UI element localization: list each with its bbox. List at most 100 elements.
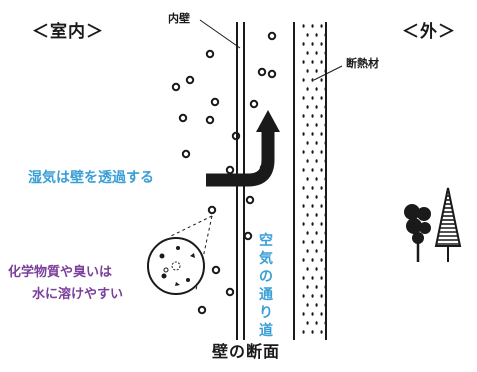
insulation-speck: [306, 249, 309, 253]
insulation-speck: [320, 294, 323, 298]
droplet-icon: [178, 113, 188, 123]
diagram-caption: 壁の断面: [212, 342, 281, 361]
chemicals-label-line2: 水に溶けやすい: [32, 287, 124, 302]
insulation-speck: [324, 231, 327, 235]
insulation-speck: [311, 150, 314, 154]
magnifier-circle-icon: [147, 215, 213, 295]
insulation-speck: [302, 150, 305, 154]
insulation-speck: [315, 231, 318, 235]
insulation-speck: [320, 222, 323, 226]
insulation-speck: [311, 42, 314, 46]
insulation-speck: [306, 267, 309, 271]
inner-wall-label: 内壁: [168, 12, 190, 25]
insulation-speck: [302, 276, 305, 280]
insulation-speck: [324, 123, 327, 127]
insulation-speck: [311, 114, 314, 118]
insulation-speck: [320, 312, 323, 316]
insulation-speck: [315, 267, 318, 271]
insulation-speck: [315, 249, 318, 253]
insulation-speck: [320, 276, 323, 280]
insulation-speck: [324, 33, 327, 37]
insulation-speck: [302, 132, 305, 136]
droplet-icon: [225, 287, 235, 297]
insulation-speck: [302, 312, 305, 316]
insulation-speck: [324, 195, 327, 199]
insulation-speck: [320, 204, 323, 208]
insulation-speck: [315, 321, 318, 325]
insulation-speck: [306, 159, 309, 163]
droplet-icon: [225, 165, 235, 175]
insulation-speck: [324, 213, 327, 217]
insulation-speck: [315, 177, 318, 181]
insulation-speck: [320, 258, 323, 262]
moisture-label: 湿気は壁を透過する: [28, 170, 154, 186]
insulation-speck: [320, 150, 323, 154]
insulation-speck: [315, 123, 318, 127]
insulation-speck: [302, 78, 305, 82]
insulation-speck: [311, 24, 314, 28]
insulation-speck: [315, 159, 318, 163]
insulation-speck: [320, 60, 323, 64]
insulation-speck: [311, 312, 314, 316]
insulation-speck: [302, 222, 305, 226]
droplet-icon: [245, 195, 255, 205]
insulation-speck: [324, 267, 327, 271]
droplet-icon: [205, 115, 215, 125]
insulation-speck: [306, 33, 309, 37]
insulation-speck: [302, 24, 305, 28]
insulation-speck: [324, 69, 327, 73]
insulation-speck: [311, 276, 314, 280]
droplet-icon: [171, 82, 181, 92]
insulation-label: 断熱材: [346, 57, 379, 70]
insulation-speck: [320, 168, 323, 172]
droplet-icon: [267, 31, 277, 41]
insulation-speck: [311, 96, 314, 100]
insulation-speck: [320, 240, 323, 244]
chemicals-label-line1: 化学物質や臭いは: [8, 265, 113, 280]
insulation-speck: [320, 330, 323, 334]
insulation-layer: [293, 22, 327, 340]
insulation-speck: [306, 285, 309, 289]
droplet-icon: [257, 67, 267, 77]
insulation-speck: [306, 195, 309, 199]
insulation-speck: [302, 42, 305, 46]
insulation-speck: [315, 51, 318, 55]
droplet-icon: [231, 131, 241, 141]
droplets: [171, 31, 277, 315]
insulation-speck: [306, 213, 309, 217]
insulation-speck: [306, 69, 309, 73]
insulation-speck: [311, 330, 314, 334]
insulation-speck: [302, 114, 305, 118]
droplet-icon: [197, 305, 207, 315]
indoor-label: ＜室内＞: [32, 22, 104, 42]
insulation-speck: [311, 222, 314, 226]
insulation-speck: [315, 69, 318, 73]
insulation-speck: [324, 303, 327, 307]
insulation-speck: [306, 321, 309, 325]
insulation-speck: [315, 33, 318, 37]
air-passage-label: 空気の通り道: [259, 233, 273, 339]
insulation-speck: [315, 195, 318, 199]
insulation-speck: [320, 132, 323, 136]
insulation-speck: [324, 141, 327, 145]
insulation-speck: [306, 51, 309, 55]
insulation-speck: [302, 240, 305, 244]
insulation-speck: [320, 186, 323, 190]
droplet-icon: [205, 49, 215, 59]
insulation-speck: [324, 87, 327, 91]
insulation-speck: [302, 204, 305, 208]
droplet-icon: [181, 149, 191, 159]
conifer-tree-icon: [434, 187, 462, 262]
insulation-speck: [324, 159, 327, 163]
insulation-speck: [311, 60, 314, 64]
droplet-icon: [267, 69, 277, 79]
insulation-speck: [311, 240, 314, 244]
insulation-speck: [311, 204, 314, 208]
insulation-speck: [315, 213, 318, 217]
insulation-speck: [306, 231, 309, 235]
droplet-icon: [185, 75, 195, 85]
insulation-speck: [324, 105, 327, 109]
insulation-speck: [302, 258, 305, 262]
insulation-speck: [315, 87, 318, 91]
